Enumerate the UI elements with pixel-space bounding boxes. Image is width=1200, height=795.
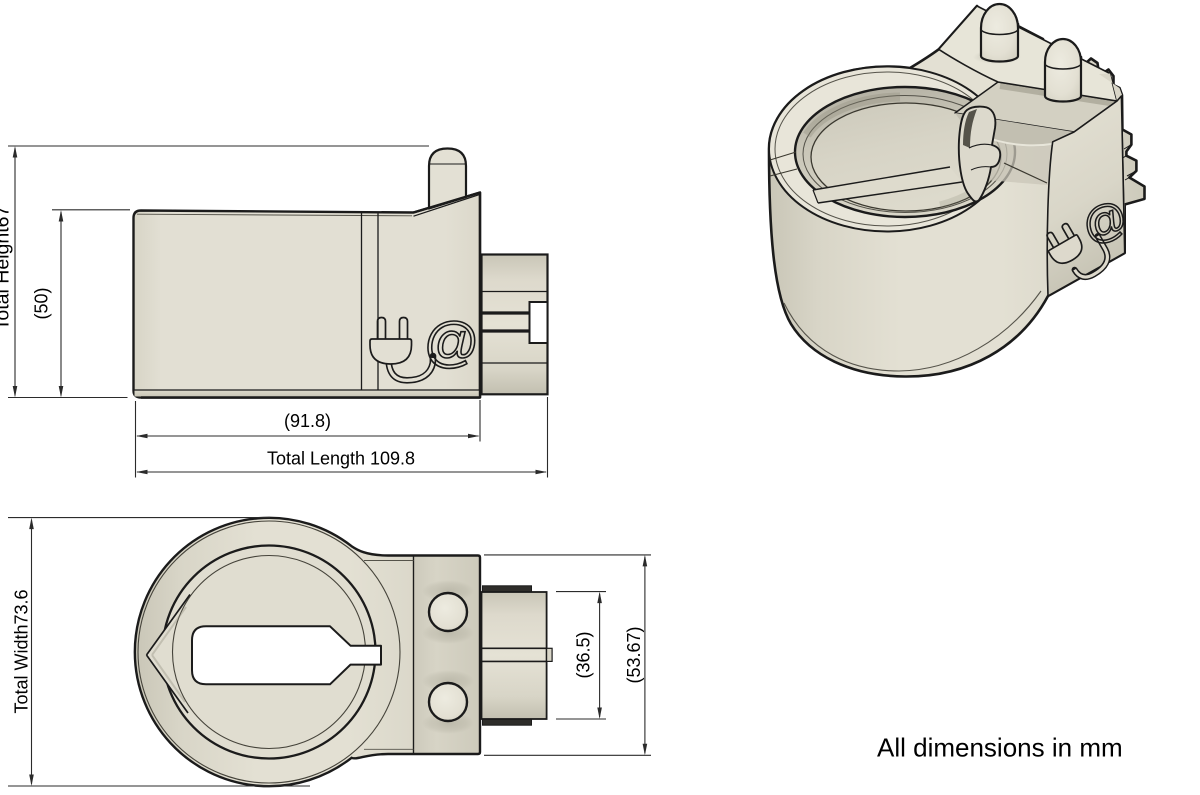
svg-text:(36.5): (36.5) <box>574 631 594 678</box>
svg-text:@: @ <box>424 311 480 373</box>
svg-text:(53.67): (53.67) <box>624 626 644 683</box>
svg-text:(91.8): (91.8) <box>284 411 331 431</box>
svg-text:Total Length 109.8: Total Length 109.8 <box>267 449 415 469</box>
svg-text:Total Height67: Total Height67 <box>0 206 14 331</box>
svg-text:All dimensions in mm: All dimensions in mm <box>877 733 1123 763</box>
svg-text:Total Width73.6: Total Width73.6 <box>12 589 32 713</box>
svg-text:(50): (50) <box>32 287 52 319</box>
